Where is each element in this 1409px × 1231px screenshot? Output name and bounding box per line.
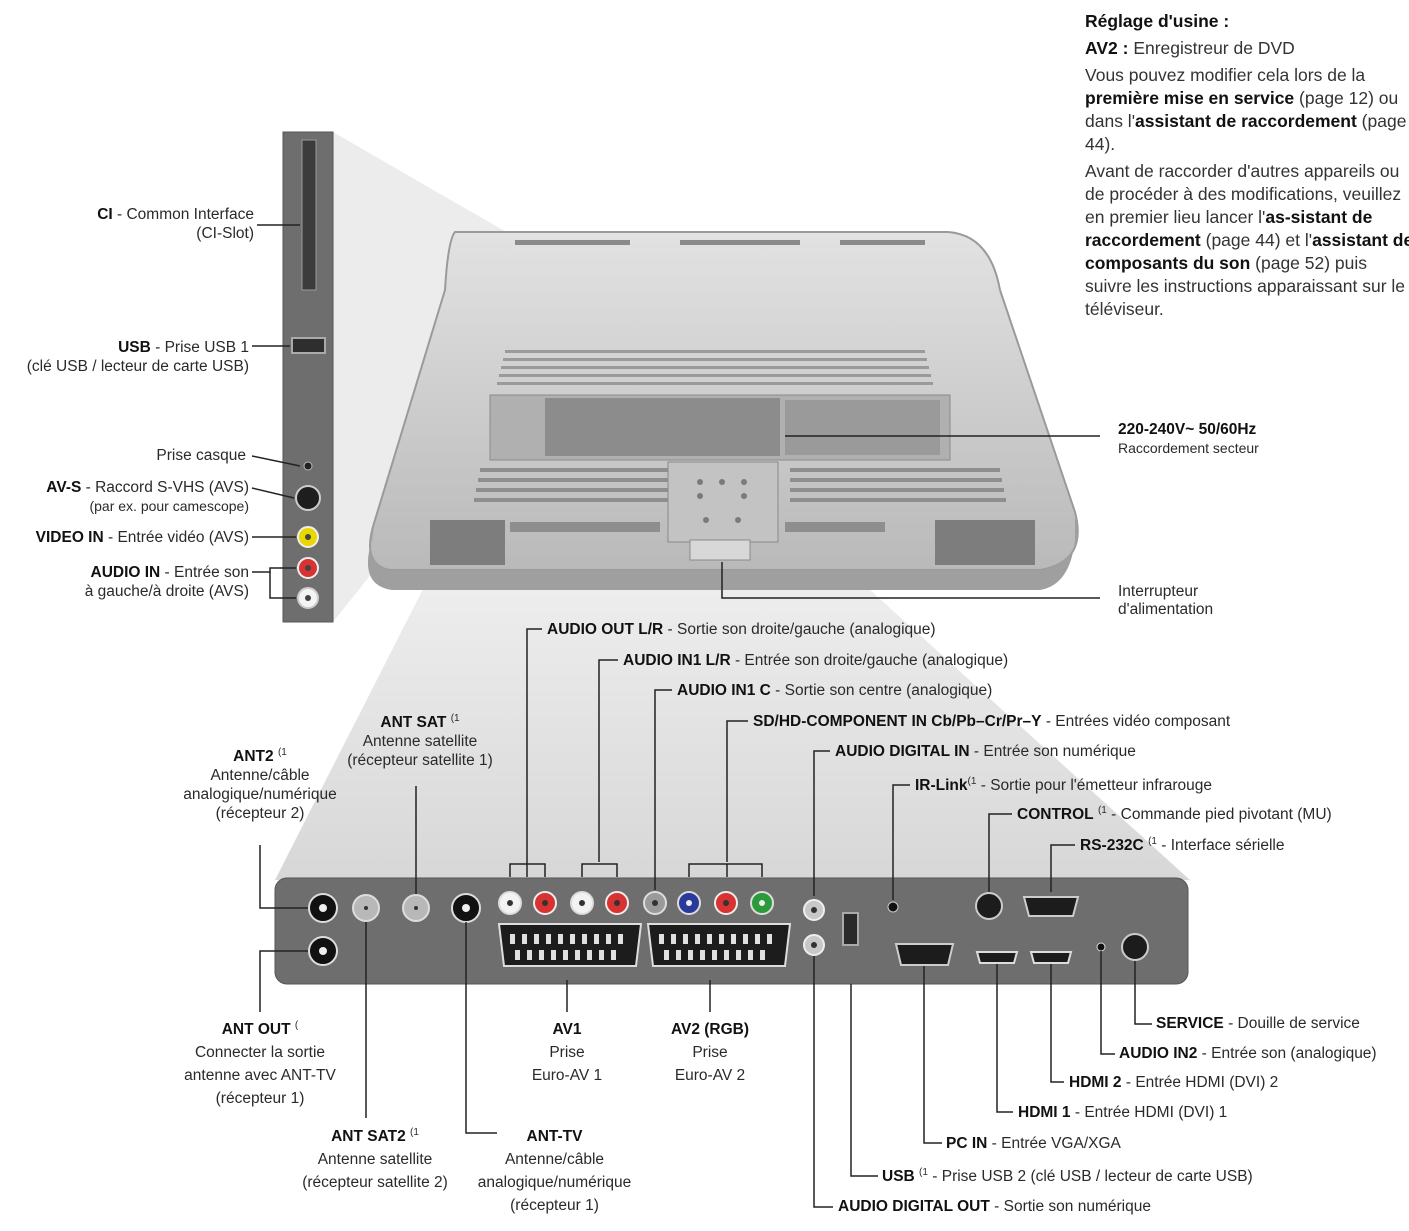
usb1-label: USB - Prise USB 1(clé USB / lecteur de c…	[26, 339, 249, 375]
hdmi1-port	[975, 951, 1019, 964]
mains-label: 220-240V~ 50/60Hz Raccordement secteur	[1118, 421, 1259, 456]
control-port	[975, 892, 1003, 920]
hdmi2-port	[1029, 951, 1073, 964]
audio-in1c-label: AUDIO IN1 C - Sortie son centre (analogi…	[677, 682, 993, 699]
ci-slot	[301, 139, 317, 291]
usb2-label: USB (1 - Prise USB 2 (clé USB / lecteur …	[882, 1166, 1253, 1185]
control-label: CONTROL (1 - Commande pied pivotant (MU)	[1017, 804, 1332, 823]
rs232-label: RS-232C (1 - Interface sérielle	[1080, 835, 1285, 854]
info-paragraph-1: Vous pouvez modifier cela lors de la pre…	[1085, 65, 1407, 154]
rear-connector-panel	[274, 877, 1189, 985]
usb2-port	[842, 912, 859, 946]
vga-port	[894, 943, 955, 966]
rs232-port	[1022, 896, 1080, 917]
audio-in2-jack	[1096, 942, 1106, 952]
hdmi2-label: HDMI 2 - Entrée HDMI (DVI) 2	[1069, 1074, 1279, 1091]
av2-setting: AV2 : Enregistreur de DVD	[1085, 38, 1295, 58]
ant-sat2-label: ANT SAT2 (1 Antenne satellite(récepteur …	[302, 1126, 448, 1191]
svhs-jack	[295, 485, 321, 511]
component-label: SD/HD-COMPONENT IN Cb/Pb–Cr/Pr–Y - Entré…	[753, 713, 1231, 730]
ant-sat-label: ANT SAT (1 Antenne satellite(récepteur s…	[347, 712, 493, 769]
vent-grille	[497, 350, 933, 385]
audio-in1-label: AUDIO IN1 L/R - Entrée son droite/gauche…	[623, 652, 1009, 669]
audio-in2-label: AUDIO IN2 - Entrée son (analogique)	[1119, 1045, 1377, 1062]
side-connector-panel	[282, 131, 334, 623]
digital-in-label: AUDIO DIGITAL IN - Entrée son numérique	[835, 743, 1136, 760]
service-label: SERVICE - Douille de service	[1156, 1015, 1360, 1032]
scart-av2	[646, 923, 792, 967]
bottom-beam	[275, 540, 1190, 880]
rca-jacks	[498, 891, 825, 956]
tv-rear-view	[367, 231, 1079, 590]
ir-link-jack	[887, 901, 899, 913]
video-in-label: VIDEO IN - Entrée vidéo (AVS)	[35, 529, 249, 546]
digital-out-label: AUDIO DIGITAL OUT - Sortie son numérique	[838, 1198, 1151, 1215]
headphone-label: Prise casque	[156, 447, 246, 464]
pc-in-label: PC IN - Entrée VGA/XGA	[946, 1135, 1121, 1152]
audio-out-label: AUDIO OUT L/R - Sortie son droite/gauche…	[547, 621, 936, 638]
hdmi1-label: HDMI 1 - Entrée HDMI (DVI) 1	[1018, 1104, 1228, 1121]
info-paragraph-2: Avant de raccorder d'autres appareils ou…	[1085, 161, 1409, 319]
service-port	[1121, 933, 1149, 961]
avs-label: AV-S - Raccord S-VHS (AVS)(par ex. pour …	[46, 479, 249, 514]
ir-link-label: IR-Link(1 - Sortie pour l'émetteur infra…	[915, 775, 1213, 794]
factory-heading: Réglage d'usine :	[1085, 11, 1230, 31]
headphone-jack	[303, 461, 313, 471]
scart-av1	[497, 923, 643, 967]
usb1-port	[291, 337, 326, 354]
ci-label: CI - Common Interface(CI-Slot)	[97, 206, 254, 242]
factory-settings-info: Réglage d'usine : AV2 : Enregistreur de …	[1085, 10, 1409, 325]
leader-lines	[251, 224, 1152, 1208]
